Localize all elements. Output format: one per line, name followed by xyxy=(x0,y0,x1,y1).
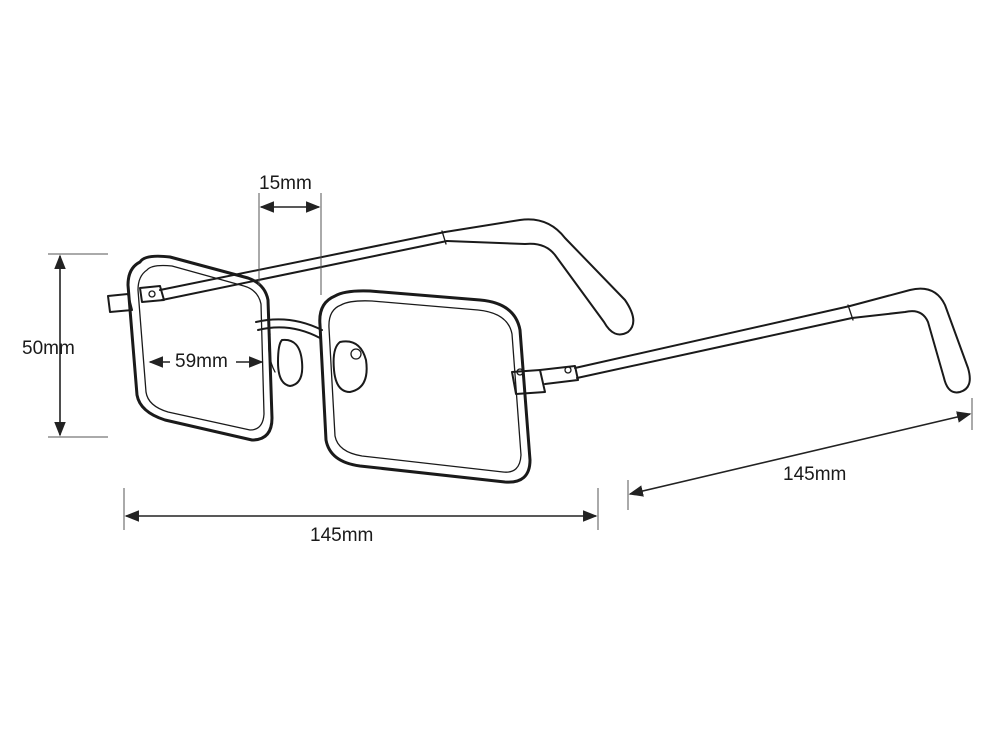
temple-length-dimension xyxy=(627,398,973,510)
bridge xyxy=(255,318,323,373)
temple-length-label: 145mm xyxy=(783,464,847,485)
left-lens-rim xyxy=(126,254,274,442)
bridge-dimension xyxy=(258,193,322,295)
frame-width-dimension xyxy=(123,488,599,530)
lens-height-dimension xyxy=(48,253,108,438)
right-hinge xyxy=(511,365,579,395)
right-lens-rim xyxy=(318,289,532,484)
far-temple-arm xyxy=(159,218,635,336)
lens-width-label: 59mm xyxy=(175,351,228,372)
near-temple-arm xyxy=(574,287,971,394)
bridge-label: 15mm xyxy=(259,173,312,194)
frame-width-label: 145mm xyxy=(310,525,374,546)
nose-pads xyxy=(277,338,368,393)
left-hinge xyxy=(107,285,165,313)
lens-height-label: 50mm xyxy=(22,338,75,359)
